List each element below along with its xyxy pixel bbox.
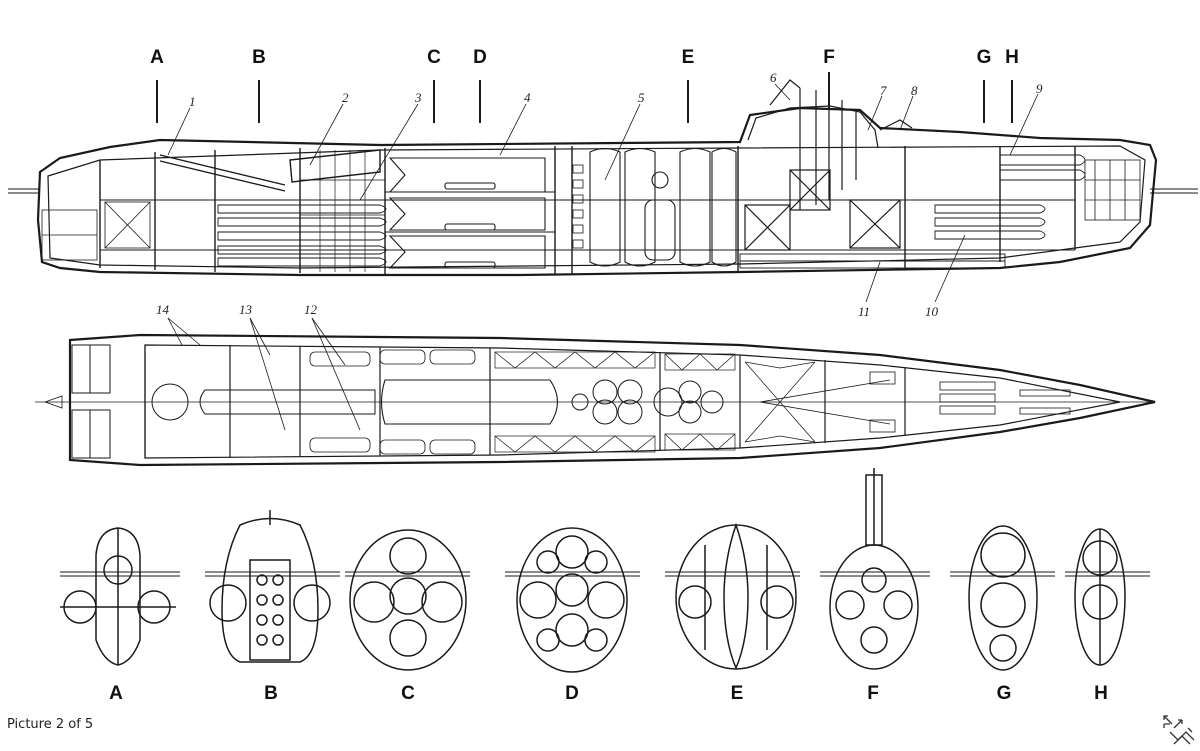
bulkheads-plan: [144, 345, 906, 458]
section-marker-e: E: [682, 47, 695, 68]
keel-structure-profile: [739, 253, 1006, 269]
central-tank-plan: [380, 379, 559, 425]
section-marker-lines: [156, 72, 1013, 123]
expand-arrows-icon: [1163, 715, 1195, 745]
cross-section-g: [968, 525, 1038, 671]
callout-4: 4: [524, 90, 531, 105]
cross-section-c: [349, 529, 467, 671]
callout-8: 8: [911, 83, 918, 98]
cross-sections: A B C D E F G H: [60, 468, 1150, 704]
section-marker-h: H: [1005, 47, 1019, 68]
cross-section-label-h: H: [1094, 683, 1108, 704]
callout-1: 1: [189, 94, 196, 109]
cross-section-d: [516, 527, 628, 673]
section-marker-c: C: [427, 47, 441, 68]
aft-tube-plan: [199, 389, 376, 415]
sphere-clusters-plan: [571, 379, 724, 425]
cross-section-label-f: F: [867, 683, 879, 704]
callout-11: 11: [858, 304, 870, 319]
forward-compartment-bracing: [41, 201, 151, 261]
callout-leaders-profile: [167, 83, 1039, 303]
frame-grid-profile: [300, 150, 385, 272]
torpedo-tubes-profile: [217, 204, 387, 267]
callout-7: 7: [880, 83, 887, 98]
sail-structure-profile: [744, 79, 913, 251]
stern-structure-profile: [1084, 159, 1141, 221]
callout-2: 2: [342, 90, 349, 105]
cross-section-label-e: E: [731, 683, 744, 704]
side-racks-plan: [309, 349, 476, 455]
callout-6: 6: [770, 70, 777, 85]
callout-9: 9: [1036, 81, 1043, 96]
side-profile-view: 1 2 3 4 5 6 7 8 9 10 11: [8, 70, 1198, 319]
callout-3: 3: [414, 90, 422, 105]
plan-view: 12 13 14: [35, 302, 1156, 467]
callout-leaders-plan: [167, 317, 361, 431]
storage-tanks-profile: [388, 157, 546, 269]
hull-outline-plan: [68, 333, 1156, 467]
cross-section-label-a: A: [109, 683, 123, 704]
inner-hull-plan: [144, 344, 1121, 459]
aft-tubes-profile: [934, 154, 1086, 240]
hull-outline-profile: [36, 106, 1158, 277]
waterline-profile: [8, 188, 1198, 194]
cross-section-label-d: D: [565, 683, 579, 704]
image-caption: Picture 2 of 5: [7, 717, 94, 732]
section-marker-g: G: [977, 47, 992, 68]
section-marker-f: F: [823, 47, 835, 68]
hatch-strip-profile: [572, 164, 584, 249]
cross-section-label-b: B: [264, 683, 278, 704]
section-markers-top: A B C D E F G H: [150, 47, 1019, 123]
section-marker-d: D: [473, 47, 487, 68]
vertical-cylinders-profile: [589, 147, 737, 267]
callout-5: 5: [638, 90, 645, 105]
bulkheads-profile: [99, 146, 1076, 274]
submarine-cutaway-drawing: A B C D E F G H: [8, 47, 1198, 704]
stern-fins-plan: [71, 344, 189, 459]
cross-section-label-g: G: [997, 683, 1012, 704]
inner-hull-profile: [47, 145, 1146, 269]
cross-section-e: [675, 522, 797, 670]
cross-section-f: [829, 468, 919, 670]
section-marker-b: B: [252, 47, 266, 68]
callout-12: 12: [304, 302, 318, 317]
cross-section-h: [1074, 528, 1126, 666]
waterline-sections: [60, 571, 1150, 577]
callout-13: 13: [239, 302, 253, 317]
callout-14: 14: [156, 302, 170, 317]
cross-section-b: [209, 510, 331, 663]
cross-section-a: [60, 527, 176, 666]
forward-tubes-plan: [759, 371, 1071, 433]
braced-bays-plan: [494, 351, 816, 453]
decks-profile: [100, 191, 1075, 251]
cross-section-label-c: C: [401, 683, 415, 704]
expand-button[interactable]: [1160, 714, 1200, 746]
callout-10: 10: [925, 304, 939, 319]
section-marker-a: A: [150, 47, 164, 68]
